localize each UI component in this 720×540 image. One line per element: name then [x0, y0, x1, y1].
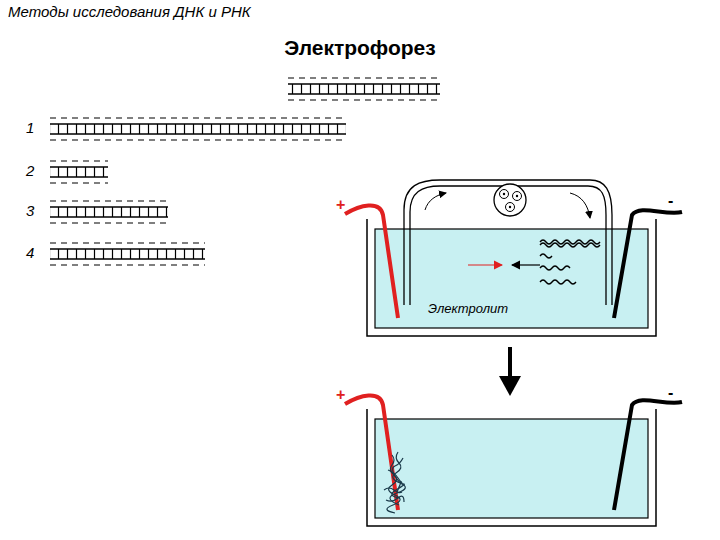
step-arrow	[508, 347, 512, 378]
dna-strand	[50, 242, 205, 243]
dna-strand	[50, 216, 168, 217]
cathode-sign: -	[668, 384, 673, 402]
dna-strand	[50, 182, 108, 183]
cathode-sign: -	[668, 192, 673, 210]
electrophoresis-tank-upper	[345, 180, 682, 336]
dna-strand	[288, 93, 440, 94]
callout-number: 3	[26, 203, 34, 220]
electrolyte-label: Электролит	[428, 302, 508, 316]
base-pairs	[50, 124, 346, 134]
dna-strand	[50, 258, 205, 259]
dna-strand	[50, 176, 108, 177]
anode-sign: +	[336, 386, 345, 404]
dna-strand	[288, 77, 440, 78]
dna-strand	[50, 160, 108, 161]
dna-strand	[50, 139, 346, 140]
page-header: Методы исследования ДНК и РНК	[8, 4, 251, 21]
title: Электрофорез	[284, 36, 435, 59]
base-pairs	[50, 167, 108, 177]
callout-number: 4	[26, 245, 34, 262]
dna-strand	[50, 133, 346, 134]
anode-sign: +	[336, 196, 345, 214]
step-arrowhead	[499, 376, 521, 396]
base-pairs	[50, 249, 205, 259]
base-pairs	[50, 207, 168, 217]
dna-strand	[288, 99, 440, 100]
dna-strand	[50, 200, 168, 201]
dna-strand	[50, 264, 205, 265]
dna-strand	[50, 117, 346, 118]
callout-number: 2	[26, 163, 34, 180]
dna-strand	[50, 222, 168, 223]
callout-number: 1	[26, 120, 34, 137]
electrophoresis-tank-lower	[345, 395, 682, 526]
base-pairs	[288, 84, 440, 94]
